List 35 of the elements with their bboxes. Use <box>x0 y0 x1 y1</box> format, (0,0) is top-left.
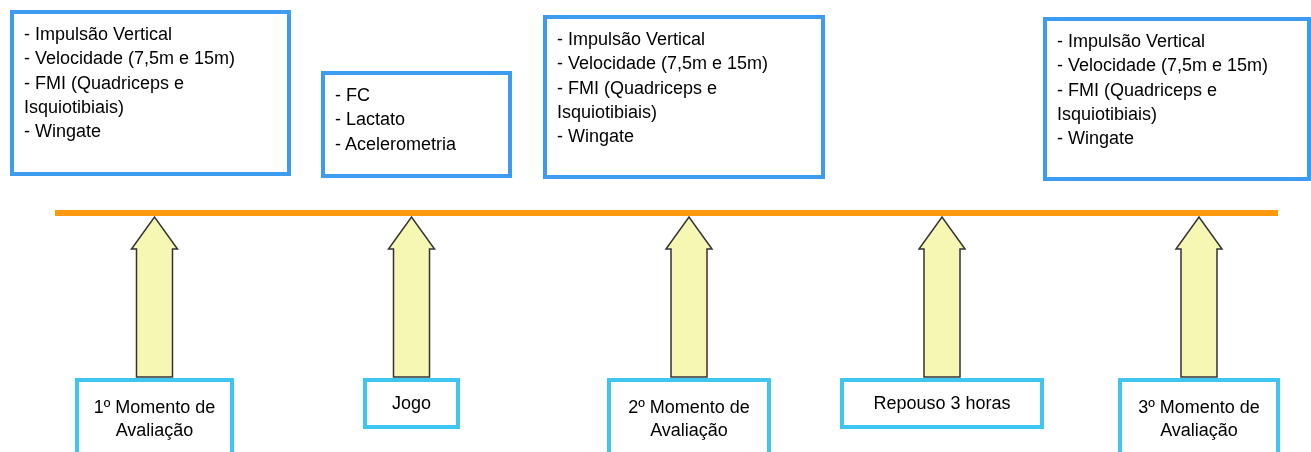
stage-box <box>840 378 1044 429</box>
measure-list-box <box>1043 17 1311 181</box>
stage-label: 2º Momento de Avaliação <box>627 396 751 443</box>
measure-list-box <box>10 10 291 176</box>
stage-box <box>363 378 460 429</box>
measure-text: - Lactato <box>335 108 407 132</box>
measure-text: - FC <box>335 84 371 107</box>
measure-text: - Impulsão Vertical <box>557 28 707 51</box>
measure-text: - Acelerometria <box>335 132 458 156</box>
measure-list-box <box>321 71 512 178</box>
measure-text: - Velocidade (7,5m e 15m) <box>1057 54 1270 78</box>
measure-text: - FMI (Quadriceps e Isquiotibiais) <box>557 76 719 124</box>
block-arrow <box>664 215 714 378</box>
measure-text: - Wingate <box>1057 127 1136 151</box>
block-arrow <box>387 215 436 378</box>
stage-label: 1º Momento de Avaliação <box>92 396 217 443</box>
stage-box <box>607 378 771 452</box>
stage-label: Repouso 3 horas <box>872 392 1012 415</box>
measure-text: - Impulsão Vertical <box>24 23 174 46</box>
measure-text: - Velocidade (7,5m e 15m) <box>24 47 237 71</box>
measure-text: - FMI (Quadriceps e Isquiotibiais) <box>24 71 186 119</box>
stage-label: 3º Momento de Avaliação <box>1137 396 1261 443</box>
stage-box <box>1118 378 1280 452</box>
stage-label: Jogo <box>390 392 432 415</box>
block-arrow <box>130 215 179 378</box>
measure-text: - Wingate <box>557 125 636 149</box>
measure-text: - FMI (Quadriceps e Isquiotibiais) <box>1057 78 1219 126</box>
block-arrow <box>917 215 967 378</box>
measure-text: - Impulsão Vertical <box>1057 30 1207 53</box>
block-arrow <box>1174 215 1224 378</box>
timeline-bar <box>55 210 1278 216</box>
measure-text: - Velocidade (7,5m e 15m) <box>557 52 770 76</box>
measure-list-box <box>543 15 825 179</box>
stage-box <box>75 378 234 452</box>
measure-text: - Wingate <box>24 120 103 144</box>
